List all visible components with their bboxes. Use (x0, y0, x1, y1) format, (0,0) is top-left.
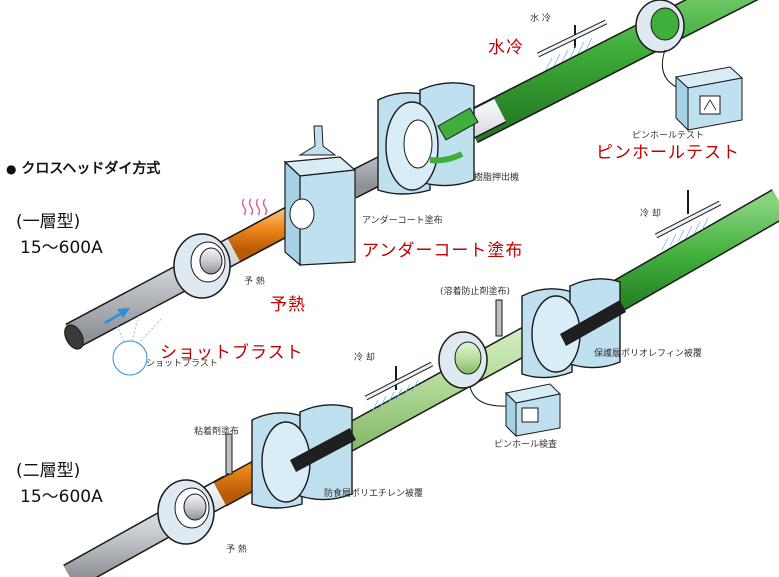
pinhole-test-callout: ピンホールテスト (596, 138, 740, 163)
anti-fusion-applicator (496, 300, 502, 336)
adhesive-label: 粘着剤塗布 (194, 424, 239, 437)
water-cool-callout: 水冷 (488, 33, 524, 58)
pinhole-inspection-label: ピンホール検査 (494, 437, 557, 450)
bottom-type-label: (二層型) (16, 456, 80, 481)
adhesive-applicator (226, 434, 232, 474)
bottom-preheat-label: 予 熱 (226, 542, 247, 555)
top-line (61, 0, 779, 375)
resin-extruder-label: 樹脂押出機 (474, 170, 519, 183)
bottom-range-label: 15～600A (20, 482, 103, 507)
top-extruder-die (378, 83, 478, 194)
undercoat-box (285, 126, 355, 265)
pinhole-test-box (662, 50, 742, 130)
shot-blast-callout: ショットブラスト (160, 338, 304, 363)
pinhole-inspection-box (470, 384, 560, 436)
preheat-callout: 予熱 (270, 290, 306, 315)
method-title: ● クロスヘッドダイ方式 (6, 158, 160, 178)
water-cool-label: 水 冷 (530, 11, 551, 24)
top-preheat-ring (174, 234, 230, 298)
right-cooling-label: 冷 却 (640, 206, 661, 219)
bottom-middle-ring (439, 332, 487, 388)
shot-blast-nozzle (113, 341, 147, 375)
anti-fusion-label: (溶着防止剤塗布) (440, 284, 510, 297)
undercoat-label: アンダーコート塗布 (362, 213, 443, 226)
undercoat-callout: アンダーコート塗布 (362, 236, 523, 261)
heat-wave-icon (243, 199, 267, 215)
bottom-extruder-die-2 (522, 279, 626, 378)
bottom-preheat-ring (158, 480, 214, 544)
top-range-label: 15～600A (20, 233, 103, 258)
top-right-ring (636, 0, 684, 52)
protective-layer-label: 保護層ポリオレフィン被覆 (594, 346, 702, 359)
top-preheat-label: 予 熱 (244, 274, 265, 287)
middle-cooling-label: 冷 却 (354, 350, 375, 363)
top-type-label: (一層型) (16, 207, 80, 232)
anticorrosion-label: 防食層ポリエチレン被覆 (324, 486, 423, 499)
bullet-icon: ● (6, 162, 16, 176)
method-title-text: クロスヘッドダイ方式 (21, 161, 160, 177)
